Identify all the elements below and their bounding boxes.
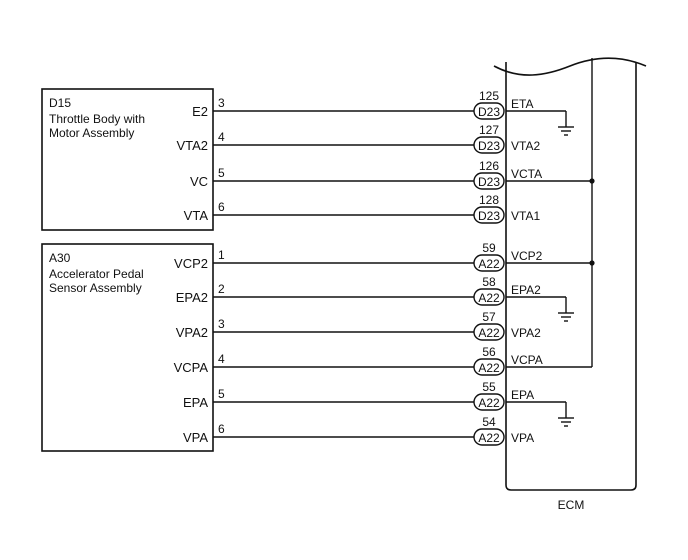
ecm-terminal-label: VTA2	[511, 139, 540, 153]
connector-oval	[473, 254, 505, 272]
component-name: Accelerator Pedal	[49, 267, 144, 281]
ecm-pin-number: 54	[482, 415, 496, 429]
ecm-pin-number: 126	[479, 159, 499, 173]
pin-number: 2	[218, 282, 225, 296]
pin-label: VPA2	[176, 325, 208, 340]
pin-number: 3	[218, 317, 225, 331]
ecm-terminal-label: EPA2	[511, 283, 541, 297]
connector-oval	[473, 172, 505, 190]
ecm-terminal-label: ETA	[511, 97, 533, 111]
connector-code: D23	[478, 139, 500, 153]
connector-code: A22	[478, 326, 500, 340]
component-id: A30	[49, 251, 71, 265]
pin-number: 4	[218, 130, 225, 144]
pin-label: VTA2	[176, 138, 208, 153]
ecm-pin-number: 125	[479, 89, 499, 103]
connector-oval	[473, 358, 505, 376]
pin-label: VTA	[184, 208, 209, 223]
connector-code: A22	[478, 396, 500, 410]
connector-code: D23	[478, 105, 500, 119]
ecm-break-line	[493, 57, 647, 76]
ecm-terminal-label: VPA	[511, 431, 534, 445]
connector-oval	[473, 136, 505, 154]
component-name: Throttle Body with	[49, 112, 145, 126]
ecm-terminal-label: VTA1	[511, 209, 540, 223]
connector-oval	[473, 206, 505, 224]
pin-number: 6	[218, 200, 225, 214]
wiring-layer	[41, 57, 647, 491]
ecm-terminal-label: EPA	[511, 388, 534, 402]
pin-label: VC	[190, 174, 208, 189]
ecm-pin-number: 56	[482, 345, 496, 359]
junction-dot	[589, 260, 595, 266]
pin-number: 5	[218, 387, 225, 401]
connector-code: A22	[478, 291, 500, 305]
component-box-d15	[41, 88, 214, 231]
connector-code: A22	[478, 257, 500, 271]
component-box-a30	[41, 243, 214, 452]
pin-label: VCPA	[174, 360, 209, 375]
pin-label: EPA2	[176, 290, 208, 305]
ecm-label: ECM	[558, 498, 585, 512]
connector-code: D23	[478, 209, 500, 223]
pin-number: 3	[218, 96, 225, 110]
pin-number: 4	[218, 352, 225, 366]
pin-label: VCP2	[174, 256, 208, 271]
connector-code: A22	[478, 361, 500, 375]
pin-label: EPA	[183, 395, 208, 410]
junction-dot	[589, 178, 595, 184]
ecm-pin-number: 127	[479, 123, 499, 137]
connector-oval	[473, 393, 505, 411]
ecm-terminal-label: VCTA	[511, 167, 542, 181]
connector-oval	[473, 428, 505, 446]
connector-oval	[473, 288, 505, 306]
ecm-pin-number: 57	[482, 310, 496, 324]
ecm-terminal-label: VCP2	[511, 249, 543, 263]
pin-label: E2	[192, 104, 208, 119]
component-name: Motor Assembly	[49, 126, 134, 140]
pin-number: 5	[218, 166, 225, 180]
pin-number: 1	[218, 248, 225, 262]
connector-code: D23	[478, 175, 500, 189]
ecm-pin-number: 55	[482, 380, 496, 394]
ecm-terminal-label: VCPA	[511, 353, 543, 367]
ecm-terminal-label: VPA2	[511, 326, 541, 340]
ecm-outline	[505, 62, 637, 491]
component-id: D15	[49, 96, 71, 110]
pin-number: 6	[218, 422, 225, 436]
connector-oval	[473, 323, 505, 341]
component-name: Sensor Assembly	[49, 281, 142, 295]
connector-oval	[473, 102, 505, 120]
ecm-pin-number: 128	[479, 193, 499, 207]
connector-code: A22	[478, 431, 500, 445]
ecm-pin-number: 59	[482, 241, 496, 255]
ecm-pin-number: 58	[482, 275, 496, 289]
pin-label: VPA	[183, 430, 208, 445]
